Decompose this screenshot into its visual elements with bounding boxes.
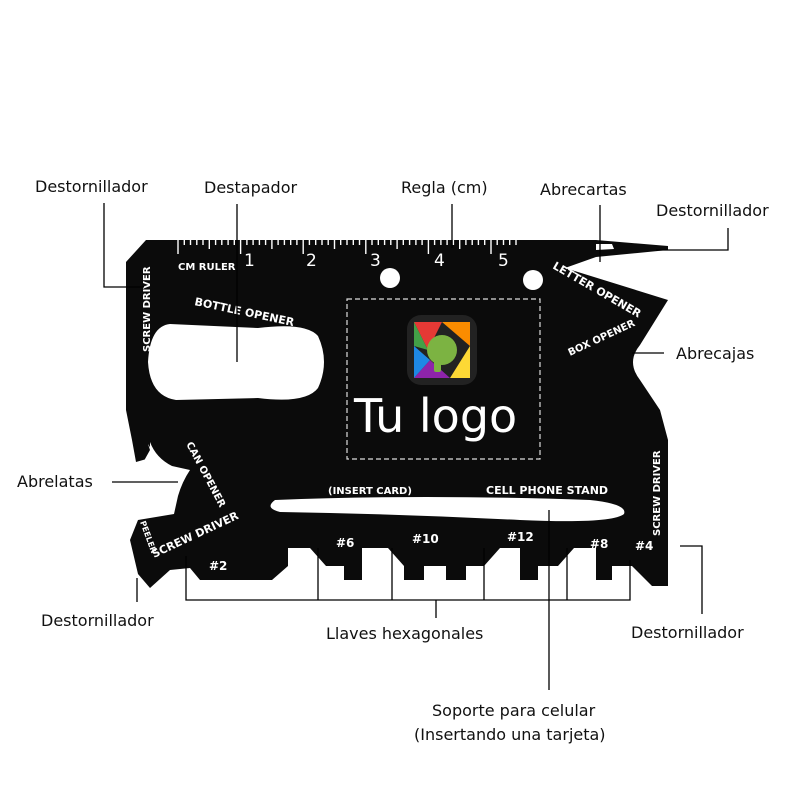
- callout-llaves-hexagonales: Llaves hexagonales: [326, 624, 483, 643]
- leader-destornillador-top-right: [656, 228, 729, 251]
- ruler-number-1: 1: [244, 251, 255, 271]
- ruler-number-4: 4: [434, 251, 445, 271]
- ruler-numbers: 1 2 3 4 5: [244, 251, 509, 271]
- logo-dashed-box: [346, 298, 541, 460]
- ruler-ticks: [177, 240, 517, 254]
- screw-driver-right-label: SCREW DRIVER: [652, 450, 663, 536]
- hex-size-labels: #2 #6 #10 #12 #8 #4: [209, 530, 653, 573]
- hex-size-4: #4: [635, 539, 653, 553]
- leader-lines: [103, 203, 729, 690]
- logo-icon: [407, 315, 477, 385]
- callout-destornillador-bottom-right: Destornillador: [631, 623, 744, 642]
- callout-labels: Destornillador Destapador Regla (cm) Abr…: [17, 177, 769, 744]
- logo-text: Tu logo: [353, 389, 517, 443]
- hex-size-2: #2: [209, 559, 227, 573]
- hex-size-8: #8: [590, 537, 608, 551]
- insert-card-label: (INSERT CARD): [328, 486, 412, 497]
- bottle-opener-cutout: [148, 324, 324, 400]
- callout-abrelatas: Abrelatas: [17, 472, 93, 491]
- letter-opener-slot: [596, 244, 614, 250]
- ruler-number-5: 5: [498, 251, 509, 271]
- cell-phone-stand-label: CELL PHONE STAND: [486, 484, 608, 497]
- hex-size-10: #10: [412, 532, 439, 546]
- can-opener-notch: [140, 444, 153, 468]
- callout-abrecajas: Abrecajas: [676, 344, 754, 363]
- hole-right: [523, 270, 543, 290]
- hex-size-12: #12: [507, 530, 534, 544]
- ruler-number-3: 3: [370, 251, 381, 271]
- multitool-card: [126, 240, 668, 588]
- leader-destornillador-bottom-right: [680, 545, 703, 614]
- logo-area: Tu logo: [346, 298, 541, 460]
- ruler-number-2: 2: [306, 251, 317, 271]
- callout-destornillador-top-left: Destornillador: [35, 177, 148, 196]
- callout-destapador: Destapador: [204, 178, 297, 197]
- leader-llaves-hexagonales: [185, 548, 631, 618]
- callout-soporte-line1: Soporte para celular: [432, 701, 596, 720]
- screw-driver-left-label: SCREW DRIVER: [142, 266, 153, 352]
- callout-destornillador-top-right: Destornillador: [656, 201, 769, 220]
- callout-destornillador-bottom-left: Destornillador: [41, 611, 154, 630]
- leader-destornillador-top-left: [103, 203, 144, 288]
- hole-left: [380, 268, 400, 288]
- callout-regla: Regla (cm): [401, 178, 488, 197]
- callout-abrecartas: Abrecartas: [540, 180, 627, 199]
- card-slot: [270, 497, 625, 522]
- hex-size-6: #6: [336, 536, 354, 550]
- callout-soporte-line2: (Insertando una tarjeta): [414, 725, 606, 744]
- cm-ruler-label: CM RULER: [178, 262, 236, 273]
